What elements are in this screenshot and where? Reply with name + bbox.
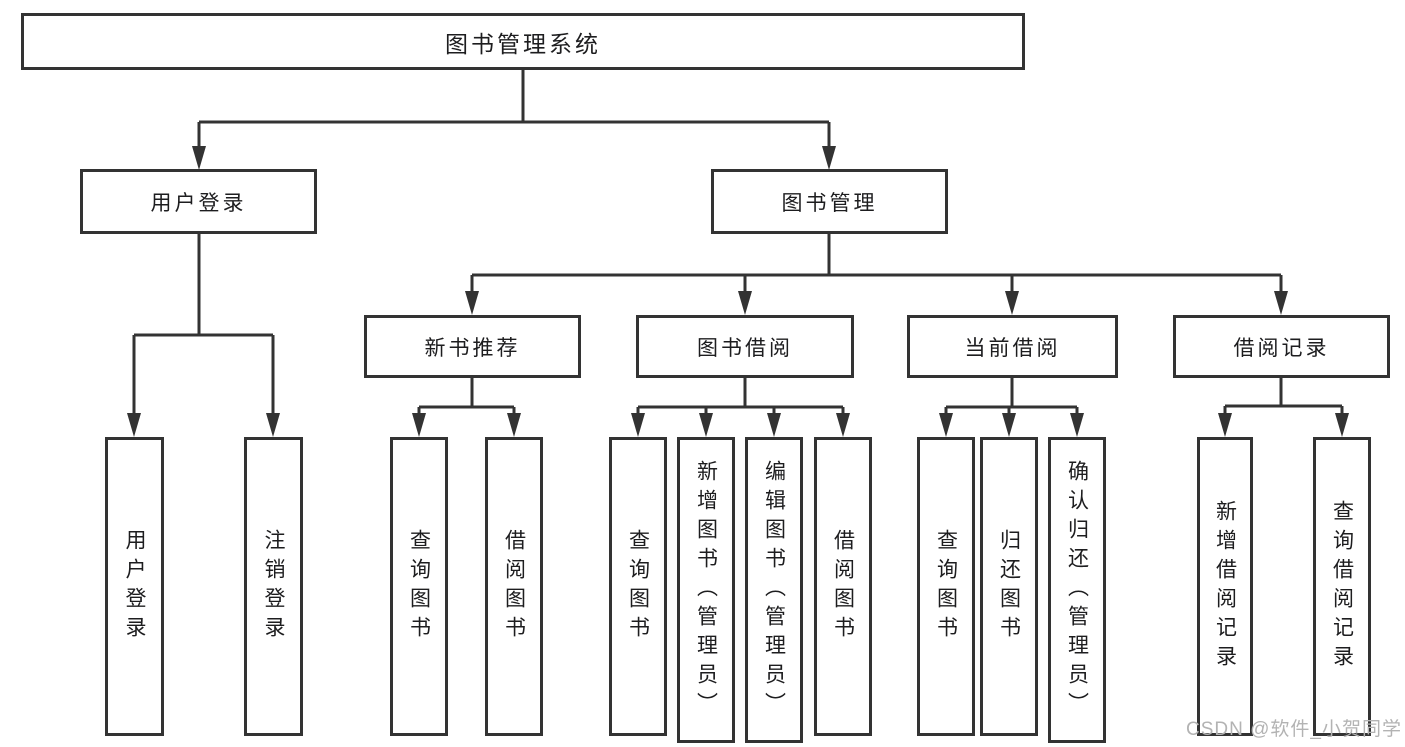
leaf-user-login: 用户登录 bbox=[105, 437, 164, 736]
arrowhead bbox=[507, 413, 521, 437]
arrowhead bbox=[767, 413, 781, 437]
leaf-add-book-admin: 新增图书（管理员） bbox=[677, 437, 735, 743]
leaf-confirm-return-admin: 确认归还（管理员） bbox=[1048, 437, 1106, 743]
leaf-query-books-borrowing-label: 查询图书 bbox=[626, 528, 650, 645]
arrowhead bbox=[266, 413, 280, 437]
arrowhead bbox=[631, 413, 645, 437]
arrowhead bbox=[822, 146, 836, 170]
leaf-confirm-return-admin-label: 确认归还（管理员） bbox=[1065, 459, 1089, 721]
arrowhead bbox=[1335, 413, 1349, 437]
node-current-borrowing: 当前借阅 bbox=[907, 315, 1118, 378]
leaf-query-books-borrowing: 查询图书 bbox=[609, 437, 667, 736]
leaf-query-borrow-record-label: 查询借阅记录 bbox=[1330, 499, 1354, 674]
leaf-logout-label: 注销登录 bbox=[262, 528, 285, 645]
leaf-query-borrow-record: 查询借阅记录 bbox=[1313, 437, 1371, 736]
node-user-login-label: 用户登录 bbox=[150, 191, 247, 215]
leaf-query-books-current: 查询图书 bbox=[917, 437, 975, 736]
leaf-add-borrow-record: 新增借阅记录 bbox=[1197, 437, 1253, 736]
leaf-edit-book-admin-label: 编辑图书（管理员） bbox=[762, 459, 786, 721]
leaf-borrow-books-borrowing-label: 借阅图书 bbox=[831, 528, 855, 645]
arrowhead bbox=[465, 291, 479, 315]
node-book-management-label: 图书管理 bbox=[781, 191, 878, 215]
node-root: 图书管理系统 bbox=[21, 13, 1025, 70]
node-current-borrowing-label: 当前借阅 bbox=[964, 336, 1061, 360]
arrowhead bbox=[127, 413, 141, 437]
leaf-return-book: 归还图书 bbox=[980, 437, 1038, 736]
node-borrow-records-label: 借阅记录 bbox=[1233, 336, 1330, 360]
node-new-book-recommend-label: 新书推荐 bbox=[424, 336, 521, 360]
node-borrow-records: 借阅记录 bbox=[1173, 315, 1390, 378]
arrowhead bbox=[412, 413, 426, 437]
leaf-edit-book-admin: 编辑图书（管理员） bbox=[745, 437, 803, 743]
leaf-borrow-books-recommend-label: 借阅图书 bbox=[502, 528, 526, 645]
arrowhead bbox=[699, 413, 713, 437]
leaf-add-book-admin-label: 新增图书（管理员） bbox=[694, 459, 718, 721]
arrowhead bbox=[939, 413, 953, 437]
leaf-borrow-books-recommend: 借阅图书 bbox=[485, 437, 543, 736]
arrowhead bbox=[1274, 291, 1288, 315]
node-user-login: 用户登录 bbox=[80, 169, 317, 234]
leaf-return-book-label: 归还图书 bbox=[997, 528, 1021, 645]
arrowhead bbox=[1005, 291, 1019, 315]
arrowhead bbox=[192, 146, 206, 170]
arrowhead bbox=[1070, 413, 1084, 437]
leaf-add-borrow-record-label: 新增借阅记录 bbox=[1213, 499, 1237, 674]
node-new-book-recommend: 新书推荐 bbox=[364, 315, 581, 378]
arrowhead bbox=[738, 291, 752, 315]
leaf-query-books-recommend-label: 查询图书 bbox=[407, 528, 431, 645]
node-root-label: 图书管理系统 bbox=[445, 30, 601, 57]
node-book-borrowing: 图书借阅 bbox=[636, 315, 854, 378]
leaf-query-books-recommend: 查询图书 bbox=[390, 437, 448, 736]
node-book-borrowing-label: 图书借阅 bbox=[697, 336, 793, 360]
leaf-logout: 注销登录 bbox=[244, 437, 303, 736]
leaf-query-books-current-label: 查询图书 bbox=[934, 528, 958, 645]
arrowhead bbox=[1002, 413, 1016, 437]
leaf-user-login-label: 用户登录 bbox=[123, 528, 146, 645]
watermark-text: CSDN @软件_小贺同学 bbox=[1186, 719, 1402, 740]
node-book-management: 图书管理 bbox=[711, 169, 948, 234]
arrowhead bbox=[836, 413, 850, 437]
arrowhead bbox=[1218, 413, 1232, 437]
leaf-borrow-books-borrowing: 借阅图书 bbox=[814, 437, 872, 736]
